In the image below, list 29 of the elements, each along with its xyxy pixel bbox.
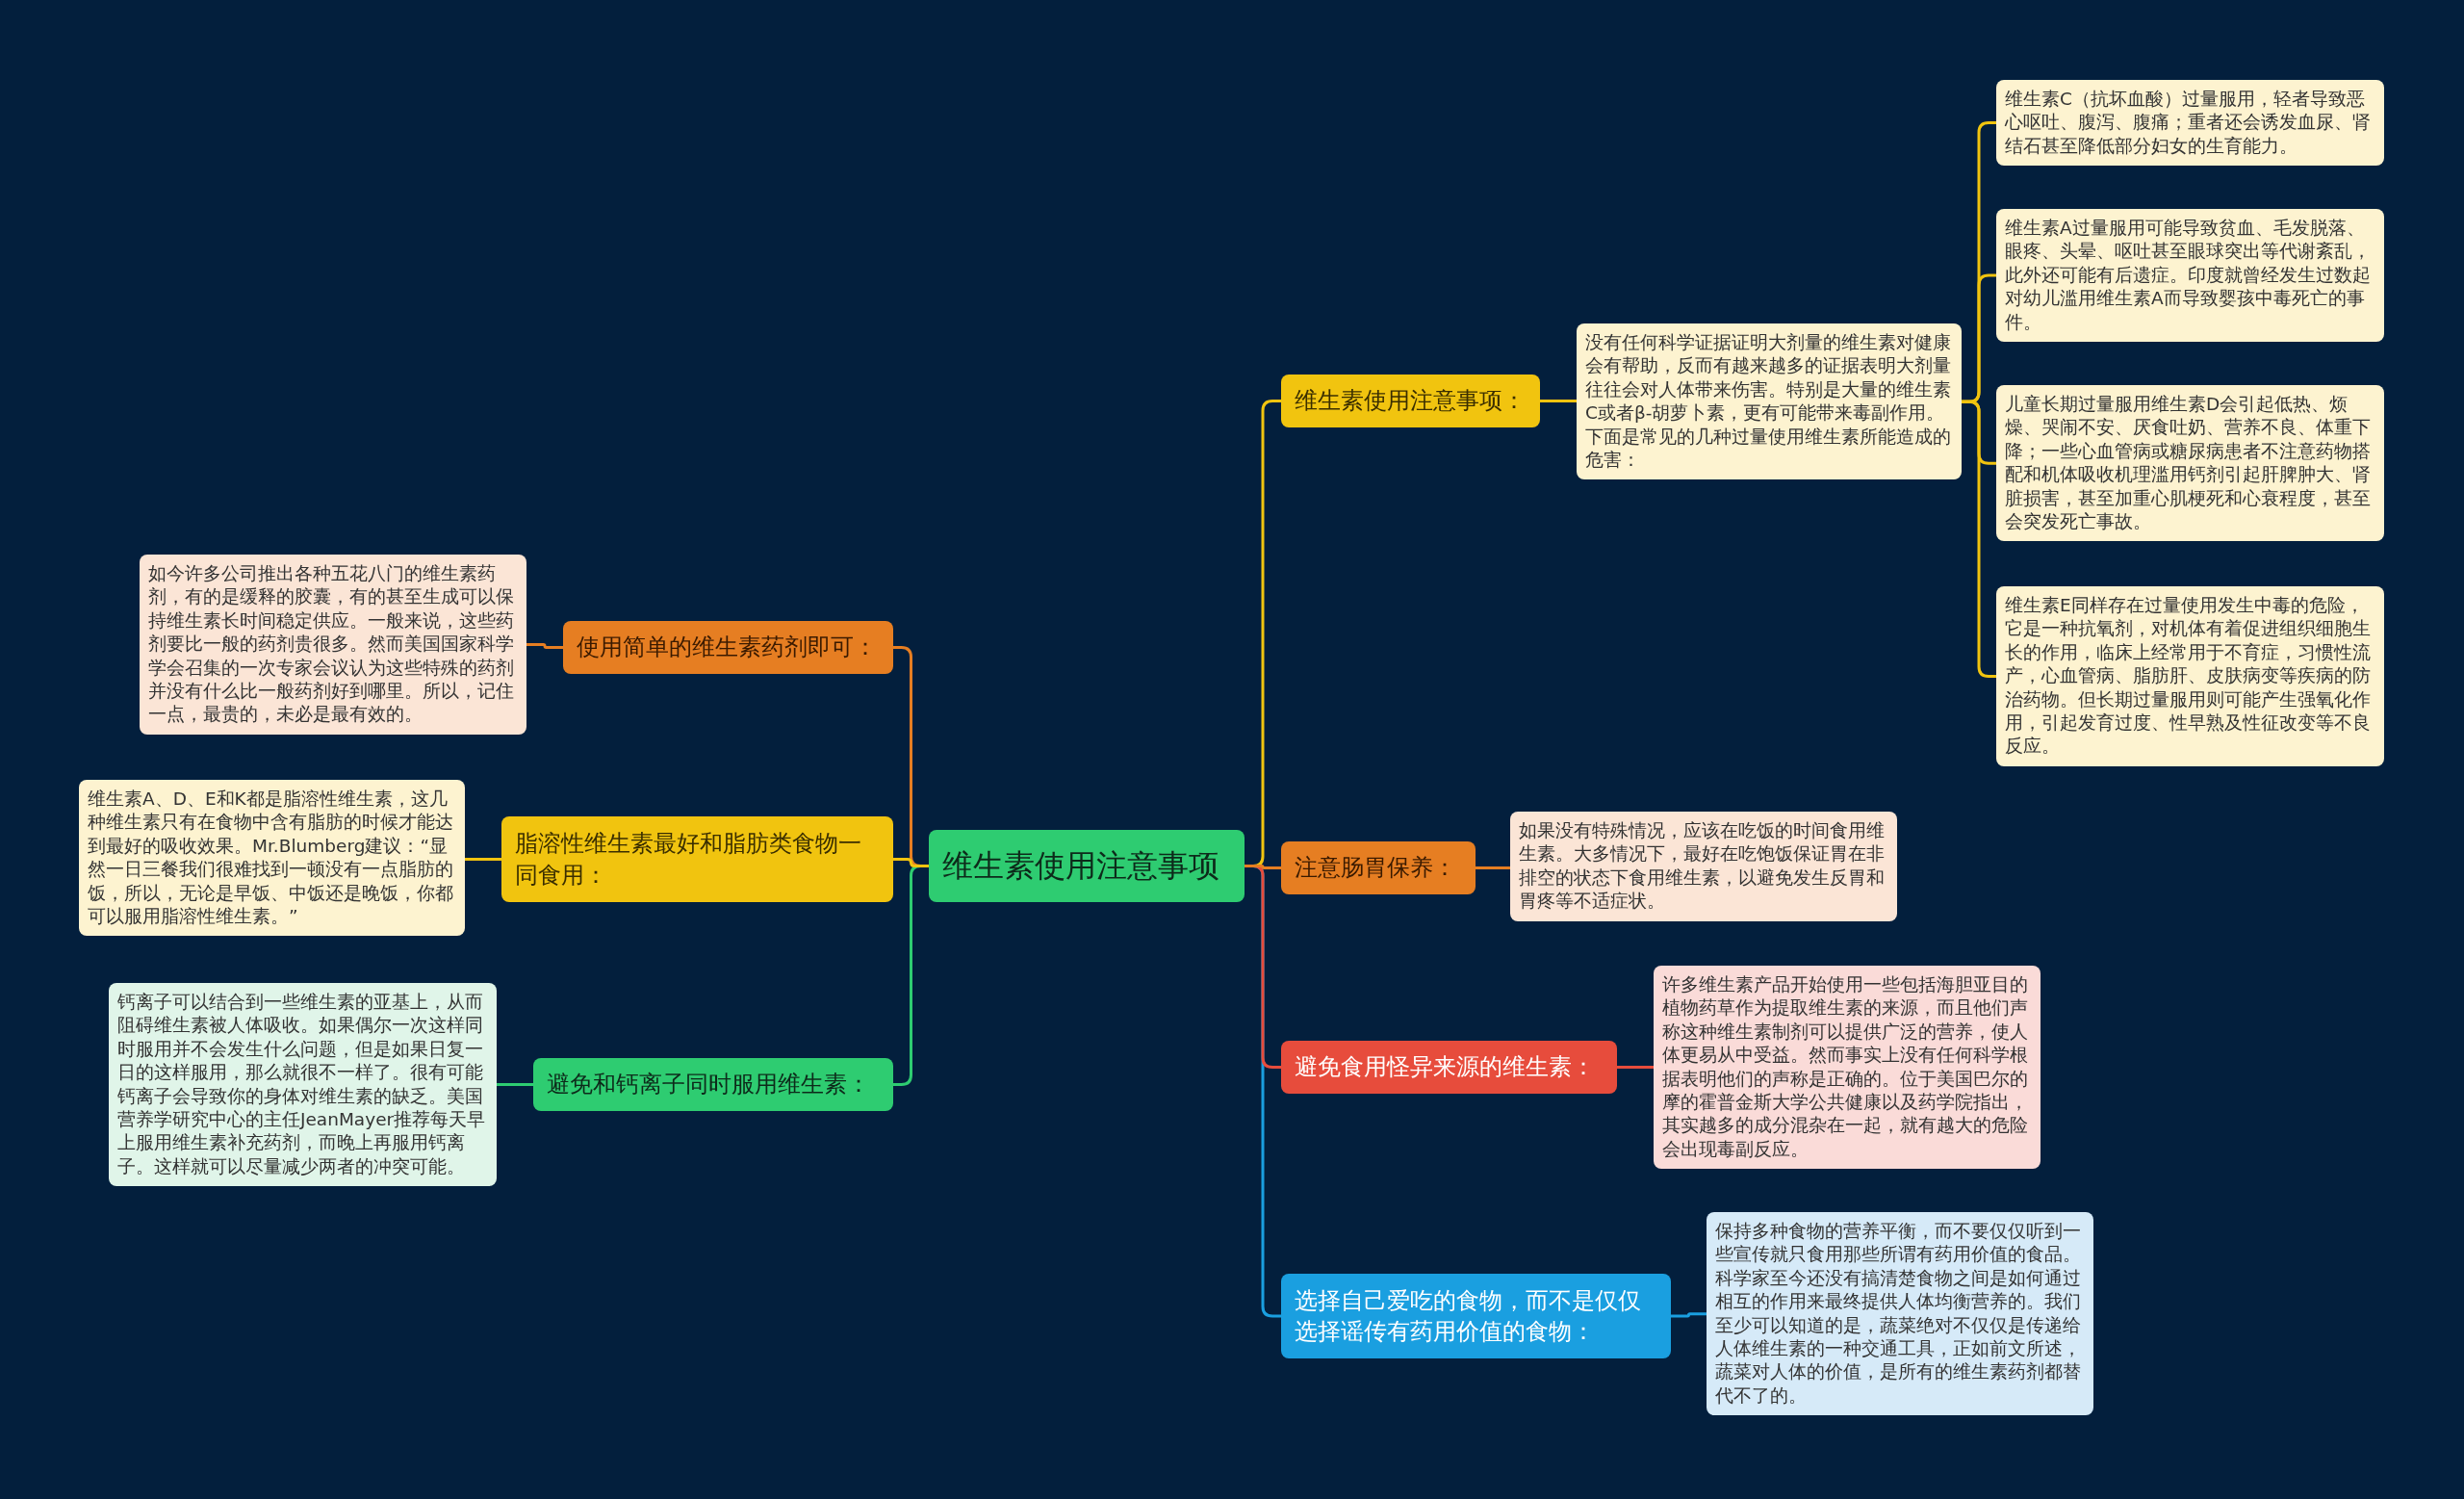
note-card: 没有任何科学证据证明大剂量的维生素对健康会有帮助，反而有越来越多的证据表明大剂量往往会对人体带来伤害。特别是大量的维生素C或者β-胡萝卜素，更有可能带来毒副作用。下面是常见的几种过量使用维生素所能造成的危害： [1577, 323, 1962, 480]
connector-line [1540, 400, 1577, 402]
topic-box: 注意肠胃保养： [1281, 841, 1476, 894]
note-card: 如果没有特殊情况，应该在吃饭的时间食用维生素。大多情况下，最好在吃饱饭保证胃在非排空的状态下食用维生素，以避免发生反胃和胃疼等不适症状。 [1510, 812, 1897, 921]
note-card: 维生素A过量服用可能导致贫血、毛发脱落、眼疼、头晕、呕吐甚至眼球突出等代谢紊乱，此外还可能有后遗症。印度就曾经发生过数起对幼儿滥用维生素A而导致婴孩中毒死亡的事件。 [1996, 209, 2384, 343]
topic-box: 避免和钙离子同时服用维生素： [533, 1058, 893, 1111]
note-card: 维生素E同样存在过量使用发生中毒的危险，它是一种抗氧剂，对机体有着促进组织细胞生长的作用，临床上经常用于不育症，习惯性流产，心血管病、脂肪肝、皮肤病变等疾病的防治药物。但长期过量服用则可能产生强氧化作用，引起发育过度、性早熟及性征改变等不良反应。 [1996, 586, 2384, 766]
note-card: 许多维生素产品开始使用一些包括海胆亚目的植物药草作为提取维生素的来源，而且他们声称这种维生素制剂可以提供广泛的营养，使人体更易从中受益。然而事实上没有任何科学根据表明他们的声称是正确的。位于美国巴尔的摩的霍普金斯大学公共健康以及药学院指出，其实越多的成分混杂在一起，就有越大的危险会出现毒副反应。 [1654, 966, 2040, 1170]
connector-line [1962, 400, 1996, 465]
topic-box: 维生素使用注意事项： [1281, 375, 1540, 427]
topic-box: 选择自己爱吃的食物，而不是仅仅选择谣传有药用价值的食物： [1281, 1274, 1671, 1358]
connector-line [1245, 865, 1281, 869]
connector-line [526, 642, 563, 649]
note-card: 钙离子可以结合到一些维生素的亚基上，从而阻碍维生素被人体吸收。如果偶尔一次这样同时服用并不会发生什么问题，但是如果日复一日的这样服用，那么就很不一样了。很有可能钙离子会导致你的身体对维生素的缺乏。美国营养学研究中心的主任JeanMayer推荐每天早上服用维生素补充药剂，而晚上再服用钙离子。这样就可以尽量减少两者的冲突可能。 [109, 983, 497, 1187]
connector-line [1671, 1312, 1707, 1318]
topic-box: 避免食用怪异来源的维生素： [1281, 1041, 1617, 1094]
note-card: 维生素C（抗坏血酸）过量服用，轻者导致恶心呕吐、腹泻、腹痛；重者还会诱发血尿、肾结石甚至降低部分妇女的生育能力。 [1996, 80, 2384, 167]
topic-box: 使用简单的维生素药剂即可： [563, 621, 893, 674]
connector-line [497, 1083, 533, 1086]
note-card: 维生素A、D、E和K都是脂溶性维生素，这几种维生素只有在食物中含有脂肪的时候才能达到最好的吸收效果。Mr.Blumberg建议：“显然一日三餐我们很难找到一顿没有一点脂肪的饭，所以，无论是早饭、中饭还是晚饭，你都可以服用脂溶性维生素。” [79, 780, 465, 937]
note-card: 保持多种食物的营养平衡，而不要仅仅听到一些宣传就只食用那些所谓有药用价值的食品。科学家至今还没有搞清楚食物之间是如何通过相互的作用来最终提供人体均衡营养的。我们至少可以知道的是，蔬菜绝对不仅仅是传递给人体维生素的一种交通工具，正如前文所述，蔬菜对人体的价值，是所有的维生素药剂都替代不了的。 [1707, 1212, 2093, 1416]
connector-line [1617, 1066, 1654, 1069]
central-topic-box: 维生素使用注意事项 [929, 830, 1245, 902]
connector-line [465, 858, 501, 861]
note-card: 如今许多公司推出各种五花八门的维生素药剂，有的是缓释的胶囊，有的甚至生成可以保持维生素长时间稳定供应。一般来说，这些药剂要比一般的药剂贵很多。然而美国国家科学学会召集的一次专家会议认为这些特殊的药剂并没有什么比一般药剂好到哪里。所以，记住一点，最贵的，未必是最有效的。 [140, 555, 526, 735]
note-card: 儿童长期过量服用维生素D会引起低热、烦燥、哭闹不安、厌食吐奶、营养不良、体重下降；一些心血管病或糖尿病患者不注意药物搭配和机体吸收机理滥用钙剂引起肝脾肿大、肾脏损害，甚至加重心肌梗死和心衰程度，甚至会突发死亡事故。 [1996, 385, 2384, 542]
topic-box: 脂溶性维生素最好和脂肪类食物一同食用： [501, 816, 893, 902]
connector-line [1476, 866, 1510, 869]
connector-line [893, 858, 929, 867]
